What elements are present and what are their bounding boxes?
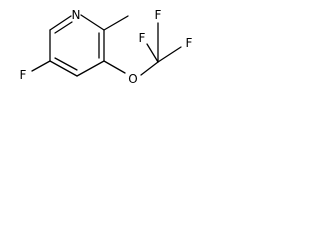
cf3-fluorine-left-label: F [139,31,146,45]
cf3-bond-c [157,46,182,63]
ring-bond-c3-c4 [76,60,105,77]
ring-bond-c6-n1 [49,15,72,31]
ring-fluorine-label: F [20,68,27,82]
ring-bond-c6-n1-inner [54,21,73,34]
ether-bond-ring-o [103,60,126,74]
cf3-bond-b [146,43,159,63]
ether-oxygen-label: O [128,72,137,86]
nitrogen-label: N [72,8,81,22]
ring-bond-n1-c2 [80,14,105,31]
cf3-fluorine-top-label: F [155,8,162,22]
structure-diagram: N F O F F F [20,8,193,86]
methyl-bond [103,15,129,31]
ring-fluorine-bond [31,60,51,72]
ether-bond-o-c [140,61,159,76]
cf3-fluorine-right-label: F [186,36,193,50]
ring-bond-c4-c5 [49,60,78,77]
ring-bond-c4-c5-inner [54,57,78,71]
